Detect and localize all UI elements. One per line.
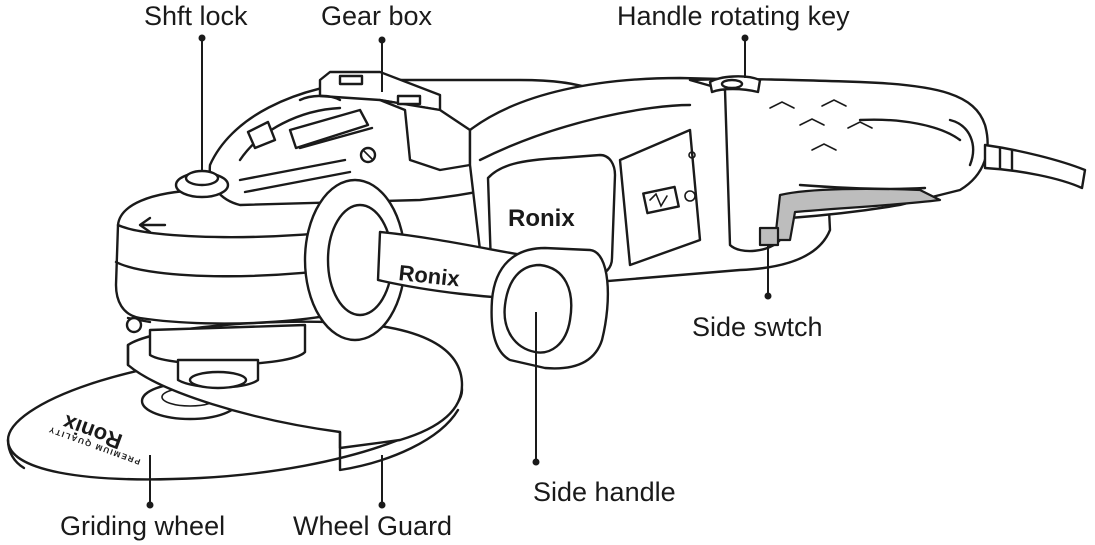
label-grinding-wheel: Griding wheel (60, 511, 226, 541)
label-gear-box: Gear box (321, 1, 433, 31)
label-wheel-guard: Wheel Guard (293, 511, 453, 541)
shaft-lock-button (174, 169, 230, 199)
body-logo: Ronix (508, 205, 575, 232)
gear-box-cap (298, 70, 472, 172)
label-side-switch: Side swtch (692, 312, 823, 342)
rear-handle (688, 77, 1087, 253)
handle-rotating-key (708, 75, 762, 94)
spindle (125, 316, 307, 390)
side-handle: Ronix (303, 178, 610, 370)
label-handle-rotating-key: Handle rotating key (617, 1, 850, 31)
leader-lines (146, 34, 772, 509)
side-switch (758, 187, 942, 247)
label-shaft-lock: Shft lock (144, 1, 248, 31)
label-side-handle: Side handle (533, 477, 676, 507)
